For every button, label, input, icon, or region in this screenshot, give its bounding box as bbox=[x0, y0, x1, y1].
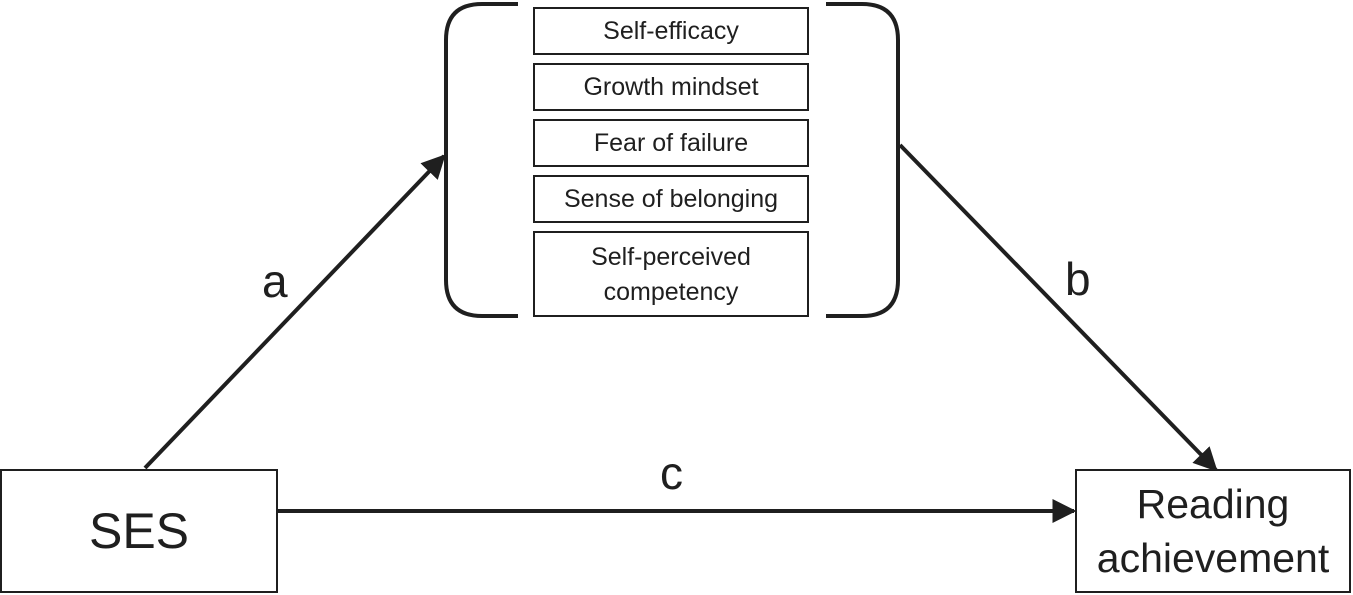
path-a-label: a bbox=[262, 255, 288, 307]
ses-label: SES bbox=[88, 503, 190, 559]
path-a-arrow bbox=[143, 154, 446, 470]
ses-node: SES bbox=[0, 469, 278, 593]
mediator-self-perceived-competency-line1: Self-perceived bbox=[591, 243, 751, 271]
mediator-self-efficacy-label: Self-efficacy bbox=[603, 17, 739, 45]
mediator-self-perceived-competency-line2: competency bbox=[603, 278, 739, 306]
mediator-self-efficacy: Self-efficacy bbox=[533, 7, 809, 55]
mediator-fear-of-failure-label: Fear of failure bbox=[593, 129, 749, 157]
path-b-label: b bbox=[1065, 253, 1091, 305]
reading-achievement-node: Reading achievement bbox=[1075, 469, 1351, 593]
mediator-growth-mindset: Growth mindset bbox=[533, 63, 809, 111]
reading-achievement-line2: achievement bbox=[1096, 535, 1330, 581]
mediator-group-right-bracket bbox=[826, 2, 900, 318]
mediator-sense-of-belonging-label: Sense of belonging bbox=[563, 185, 779, 213]
mediator-fear-of-failure: Fear of failure bbox=[533, 119, 809, 167]
reading-achievement-line1: Reading bbox=[1136, 481, 1290, 527]
mediator-self-perceived-competency: Self-perceived competency bbox=[533, 231, 809, 317]
path-b-arrow bbox=[898, 143, 1218, 472]
path-c-label: c bbox=[660, 447, 683, 499]
mediator-sense-of-belonging: Sense of belonging bbox=[533, 175, 809, 223]
mediator-group-left-bracket bbox=[444, 2, 518, 318]
mediator-growth-mindset-label: Growth mindset bbox=[583, 73, 759, 101]
